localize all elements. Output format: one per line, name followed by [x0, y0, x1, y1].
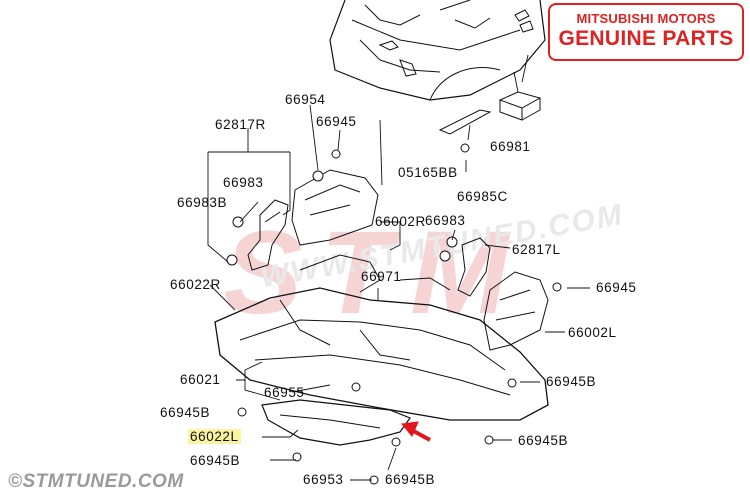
- part-label: 66983: [223, 175, 264, 190]
- fasteners-drawing: [226, 149, 562, 485]
- leader-lines: [207, 54, 590, 481]
- panel-66002R-drawing: [291, 169, 379, 246]
- panel-66002L-drawing: [483, 271, 549, 351]
- part-label: 66002R: [375, 214, 426, 229]
- part-label: 66945: [596, 280, 637, 295]
- copyright-watermark: ©STMTUNED.COM: [8, 471, 184, 492]
- part-label: 66945B: [385, 472, 436, 487]
- part-label: 66002L: [568, 325, 617, 340]
- part-label: 66955: [264, 385, 305, 400]
- part-label: 05165BB: [398, 165, 458, 180]
- bracket-62817R-drawing: [247, 199, 289, 271]
- bracket-62817L-drawing: [457, 237, 491, 297]
- part-label: 66022L: [188, 429, 241, 444]
- genuine-parts-badge: MITSUBISHI MOTORS GENUINE PARTS: [548, 3, 744, 61]
- part-label: 66954: [285, 92, 326, 107]
- stm-watermark: STM: [223, 207, 527, 339]
- box-66981-drawing: [498, 91, 542, 121]
- badge-title: GENUINE PARTS: [558, 27, 734, 50]
- part-label: 66021: [180, 372, 221, 387]
- part-label: 62817L: [512, 242, 561, 257]
- bracket-05165BB-drawing: [438, 109, 492, 153]
- part-label: 66981: [490, 139, 531, 154]
- part-label: 66983B: [177, 195, 228, 210]
- part-label: 66983: [425, 213, 466, 228]
- part-label: 66985C: [457, 189, 508, 204]
- part-label: 62817R: [215, 117, 266, 132]
- cover-66022L-drawing: [261, 399, 411, 446]
- highlighted-part-label: 66022L: [188, 429, 241, 444]
- part-label: 66945B: [546, 374, 597, 389]
- part-label: 66945: [316, 114, 357, 129]
- badge-brand: MITSUBISHI MOTORS: [576, 11, 716, 26]
- part-label: 66953: [303, 472, 344, 487]
- car-front-drawing: [329, 0, 546, 101]
- undercover-66021-drawing: [214, 254, 549, 421]
- part-label: 66971: [361, 269, 402, 284]
- part-label: 66945B: [160, 405, 211, 420]
- part-label: 66022R: [170, 277, 221, 292]
- part-label: 66945B: [190, 453, 241, 468]
- part-label: 66945B: [518, 433, 569, 448]
- red-arrow-icon: [401, 421, 431, 442]
